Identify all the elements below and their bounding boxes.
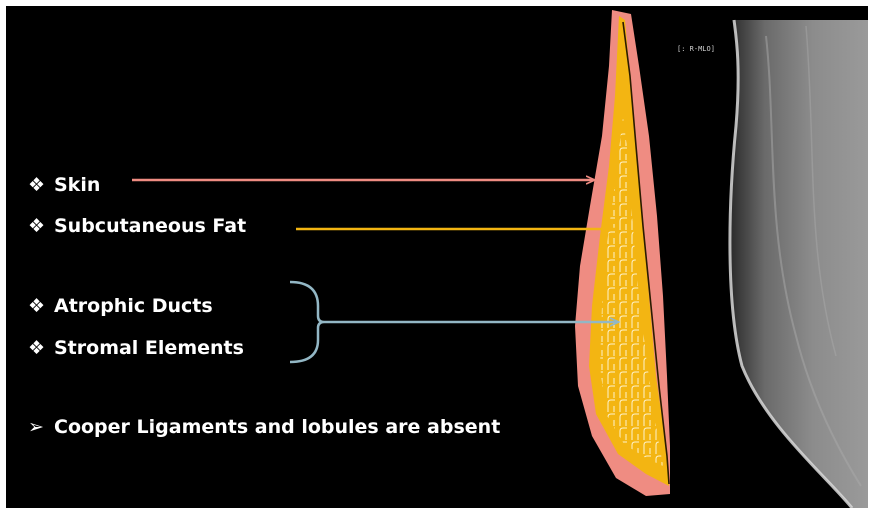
mammogram-image [730, 20, 868, 508]
mammogram-marker: [: R-MLO] [677, 45, 715, 53]
anatomy-diagram [6, 6, 868, 508]
slide: ❖Skin ❖Subcutaneous Fat ❖Atrophic Ducts … [6, 6, 868, 508]
ducts-bracket [290, 282, 324, 362]
